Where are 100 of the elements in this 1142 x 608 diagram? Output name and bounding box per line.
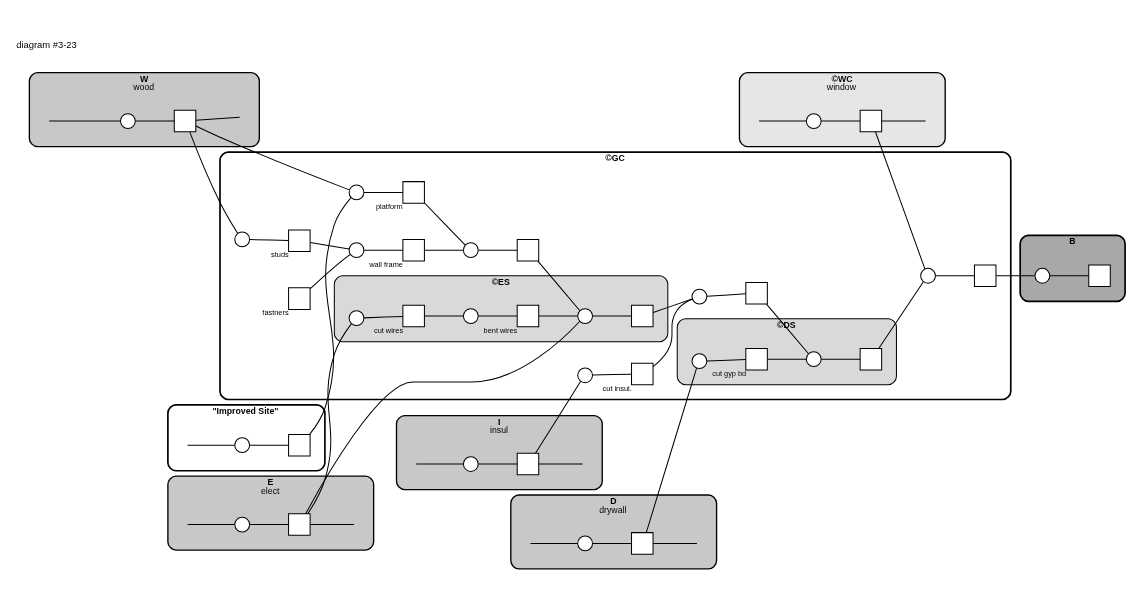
connector (758, 120, 807, 122)
node-box (859, 347, 883, 371)
connector (538, 463, 584, 465)
node-box (288, 433, 311, 457)
node-circle (805, 113, 822, 129)
node-label: studs (271, 250, 289, 260)
node-box (631, 532, 654, 555)
node-box (745, 281, 768, 305)
node-circle (348, 184, 365, 201)
connector (477, 249, 518, 251)
node-circle (234, 231, 251, 248)
connector (249, 524, 290, 526)
connector (424, 202, 466, 246)
node-box (402, 238, 425, 262)
connector (881, 120, 927, 122)
connector (477, 463, 518, 465)
node-label: cut insul. (602, 383, 632, 393)
cluster: E elect (167, 475, 375, 551)
connector (249, 239, 290, 242)
connector (307, 323, 352, 515)
node-circle (234, 516, 251, 533)
connector (309, 197, 352, 435)
node-box (516, 452, 540, 476)
connector (48, 120, 121, 122)
connector (309, 253, 351, 290)
connector (592, 373, 632, 376)
node-circle (119, 113, 136, 129)
node-box (402, 181, 425, 204)
node-label: cut gyp bd (712, 368, 747, 378)
node-circle (691, 288, 708, 305)
node-label: wall frame (369, 259, 403, 269)
connector (195, 125, 350, 191)
connector (195, 116, 241, 121)
connector (530, 542, 579, 544)
connector (592, 542, 632, 544)
node-label: bent wires (483, 325, 518, 335)
connector (878, 281, 924, 349)
connector (820, 120, 861, 122)
node-box (516, 304, 540, 328)
node-circle (462, 242, 479, 259)
connector (477, 315, 518, 317)
node-circle (577, 367, 594, 384)
connector (537, 260, 581, 311)
node-box (631, 304, 654, 328)
connector (363, 191, 404, 193)
connector (305, 321, 581, 515)
connector (652, 298, 693, 314)
cluster: "Improved Site" (167, 404, 326, 472)
cluster: B (1019, 234, 1126, 303)
connector (309, 242, 350, 250)
node-circle (234, 437, 251, 454)
connector (767, 358, 807, 360)
connector (706, 359, 747, 362)
node-box (1088, 264, 1111, 288)
connector (363, 249, 404, 251)
node-circle (462, 308, 479, 324)
node-box (288, 287, 311, 310)
connector (592, 315, 632, 317)
connector (249, 444, 290, 446)
node-box (745, 347, 768, 371)
node-circle (691, 353, 708, 370)
node-circle (348, 242, 365, 259)
connector (538, 315, 578, 317)
connector (309, 524, 355, 526)
node-label: cut wires (373, 325, 404, 335)
node-box (859, 109, 883, 133)
connector (134, 120, 175, 122)
node-circle (577, 535, 594, 552)
node-circle (462, 456, 479, 472)
cluster: W wood (28, 72, 260, 148)
connector (820, 358, 861, 360)
connector (652, 298, 693, 368)
node-circle (805, 351, 822, 368)
connector (706, 293, 747, 297)
connector (765, 303, 809, 355)
node-label: fastners (262, 308, 289, 318)
node-box (402, 304, 425, 328)
connector (1049, 275, 1090, 277)
connector (935, 275, 975, 277)
node-box (973, 264, 997, 288)
connector (363, 315, 404, 319)
connector (424, 249, 464, 251)
node-circle (1034, 267, 1051, 284)
node-box (173, 109, 197, 133)
connector (415, 463, 464, 465)
label: diagram #3-23 (16, 39, 77, 51)
cluster: I insul (395, 414, 603, 491)
connector (645, 367, 698, 534)
connector (187, 524, 236, 526)
connector (534, 380, 582, 454)
connector (189, 131, 239, 234)
cluster: ©WC window (738, 72, 946, 148)
node-box (288, 229, 311, 253)
node-box (516, 238, 540, 262)
connector (424, 315, 464, 317)
connector (652, 542, 698, 544)
node-circle (348, 310, 365, 327)
node-label: platform (376, 202, 403, 212)
cluster: D drywall (510, 494, 718, 570)
connector (875, 131, 926, 270)
